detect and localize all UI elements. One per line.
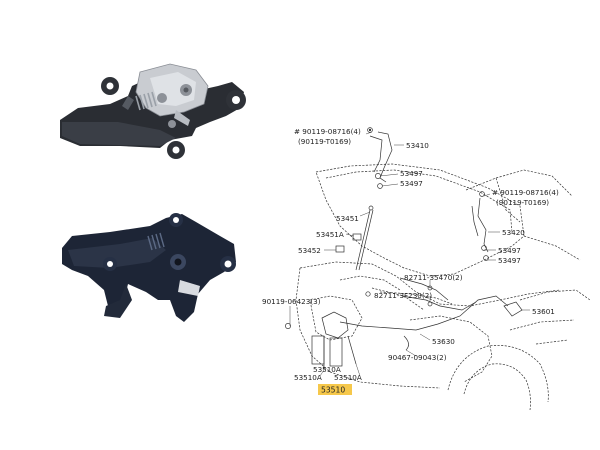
part-label-53510A-a: 53510A [313, 365, 341, 374]
hood-latch-photo-bottom [62, 213, 236, 322]
part-label-53497-b: 53497 [400, 179, 423, 188]
part-label-53497-a: 53497 [400, 169, 423, 178]
part-label-53497-d: 53497 [498, 256, 521, 265]
part-label-90119-06423: 90119-06423(3) [262, 297, 321, 306]
part-label-90119-T0169-left: (90119-T0169) [298, 137, 351, 146]
hood-latch-photo-top [60, 63, 246, 159]
part-label-53630: 53630 [432, 337, 455, 346]
part-label-53510A-b: 53510A [294, 373, 322, 382]
part-label-53510: 53510 [321, 386, 345, 395]
part-label-53601: 53601 [532, 307, 555, 316]
part-label-82711-3F230: 82711-3F230(2) [374, 291, 432, 300]
part-label-90119-T0169-right: (90119-T0169) [496, 198, 549, 207]
part-labels: # 90119-08716(4) (90119-T0169) 53410 534… [262, 127, 559, 395]
part-label-53452: 53452 [298, 246, 321, 255]
part-label-90467-09043: 90467-09043(2) [388, 353, 447, 362]
part-label-53451A: 53451A [316, 230, 344, 239]
part-53510-highlight [318, 384, 352, 395]
part-label-53420: 53420 [502, 228, 525, 237]
part-label-90119-08716-left: # 90119-08716(4) [294, 127, 361, 136]
part-label-82711-35470: 82711-35470(2) [404, 273, 463, 282]
parts-diagram [285, 127, 591, 411]
part-label-90119-08716-right: # 90119-08716(4) [492, 188, 559, 197]
part-label-53451: 53451 [336, 214, 359, 223]
part-label-53510A-c: 53510A [334, 373, 362, 382]
part-label-53410: 53410 [406, 141, 429, 150]
part-label-53497-c: 53497 [498, 246, 521, 255]
